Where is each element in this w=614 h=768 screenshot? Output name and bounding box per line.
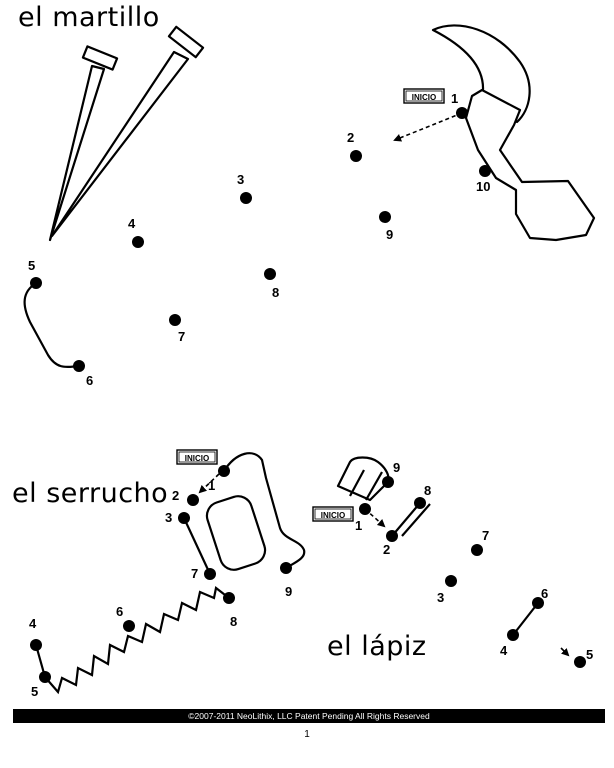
pencil-dot-6[interactable] [532, 597, 544, 609]
drawing-canvas: INICIO 1 2 3 4 5 6 7 8 9 10 [23, 24, 596, 699]
saw-num-6: 6 [116, 604, 123, 619]
pencil-dot-9[interactable] [382, 476, 394, 488]
hammer-numbers: 1 2 3 4 5 6 7 8 9 10 [28, 91, 490, 388]
saw-dot-5[interactable] [39, 671, 51, 683]
saw-start-label: INICIO [185, 454, 209, 463]
saw-dot-2[interactable] [187, 494, 199, 506]
hammer-start-label: INICIO [412, 93, 436, 102]
saw-num-3: 3 [165, 510, 172, 525]
pencil-dots [359, 476, 586, 668]
saw-num-5: 5 [31, 684, 38, 699]
saw-dots [30, 465, 292, 683]
pencil-dot-2[interactable] [386, 530, 398, 542]
hammer-dot-10[interactable] [479, 165, 491, 177]
hammer-dot-4[interactable] [132, 236, 144, 248]
pencil-dot-5[interactable] [574, 656, 586, 668]
pencil-num-8: 8 [424, 483, 431, 498]
saw-dot-9[interactable] [280, 562, 292, 574]
saw-handle-drawing [205, 452, 306, 571]
hammer-dot-9[interactable] [379, 211, 391, 223]
saw-pre-drawn-segments [34, 517, 230, 695]
hammer-num-8: 8 [272, 285, 279, 300]
hammer-dot-7[interactable] [169, 314, 181, 326]
pencil-dot-1[interactable] [359, 503, 371, 515]
hammer-start-box: INICIO [403, 88, 445, 104]
hammer-dots [30, 107, 491, 372]
pencil-eraser-drawing [336, 456, 390, 502]
saw-num-4: 4 [29, 616, 37, 631]
saw-num-7: 7 [191, 566, 198, 581]
title-pencil: el lápiz [327, 631, 427, 662]
saw-start-box: INICIO [176, 449, 218, 465]
pencil-dot-8[interactable] [414, 497, 426, 509]
pencil-numbers: 1 2 3 4 5 6 7 8 9 [355, 460, 593, 662]
copyright-text: ©2007-2011 NeoLithix, LLC Patent Pending… [188, 711, 430, 721]
pencil-tip-arrow [560, 647, 570, 657]
saw-dot-4[interactable] [30, 639, 42, 651]
hammer-start-arrow [393, 112, 463, 142]
hammer-num-6: 6 [86, 373, 93, 388]
saw-dot-7[interactable] [204, 568, 216, 580]
saw-dot-3[interactable] [178, 512, 190, 524]
pencil-start-box: INICIO [312, 506, 354, 522]
pencil-dot-7[interactable] [471, 544, 483, 556]
saw-numbers: 1 2 3 4 5 6 7 8 9 [29, 478, 292, 699]
hammer-num-3: 3 [237, 172, 244, 187]
hammer-num-4: 4 [128, 216, 136, 231]
hammer-num-7: 7 [178, 329, 185, 344]
pencil-num-2: 2 [383, 542, 390, 557]
hammer-dot-2[interactable] [350, 150, 362, 162]
pencil-start-label: INICIO [321, 511, 345, 520]
pencil-num-4: 4 [500, 643, 508, 658]
pencil-num-1: 1 [355, 518, 362, 533]
pencil-num-9: 9 [393, 460, 400, 475]
title-saw: el serrucho [12, 478, 169, 509]
hammer-num-5: 5 [28, 258, 35, 273]
title-hammer: el martillo [18, 2, 160, 33]
saw-num-8: 8 [230, 614, 237, 629]
pencil-dot-4[interactable] [507, 629, 519, 641]
saw-dot-8[interactable] [223, 592, 235, 604]
nails-drawing [48, 25, 205, 242]
pencil-start-arrow [364, 508, 386, 528]
saw-start-arrow [198, 473, 220, 494]
hammer-dot-6[interactable] [73, 360, 85, 372]
hammer-dot-8[interactable] [264, 268, 276, 280]
hammer-num-2: 2 [347, 130, 354, 145]
saw-dot-1[interactable] [218, 465, 230, 477]
hammer-dot-1[interactable] [456, 107, 468, 119]
hammer-num-10: 10 [476, 179, 490, 194]
page-number: 1 [304, 729, 310, 740]
pencil-pre-drawn-segments [391, 502, 539, 636]
pencil-num-7: 7 [482, 528, 489, 543]
pencil-num-6: 6 [541, 586, 548, 601]
hammer-head-drawing [431, 24, 596, 242]
hammer-dot-3[interactable] [240, 192, 252, 204]
hammer-dot-5[interactable] [30, 277, 42, 289]
saw-num-1: 1 [208, 478, 215, 493]
hammer-pre-drawn-segment [23, 282, 80, 369]
pencil-num-3: 3 [437, 590, 444, 605]
pencil-num-5: 5 [586, 647, 593, 662]
copyright-bar: ©2007-2011 NeoLithix, LLC Patent Pending… [13, 709, 605, 723]
saw-dot-6[interactable] [123, 620, 135, 632]
hammer-num-1: 1 [451, 91, 458, 106]
saw-num-9: 9 [285, 584, 292, 599]
hammer-num-9: 9 [386, 227, 393, 242]
saw-num-2: 2 [172, 488, 179, 503]
pencil-dot-3[interactable] [445, 575, 457, 587]
